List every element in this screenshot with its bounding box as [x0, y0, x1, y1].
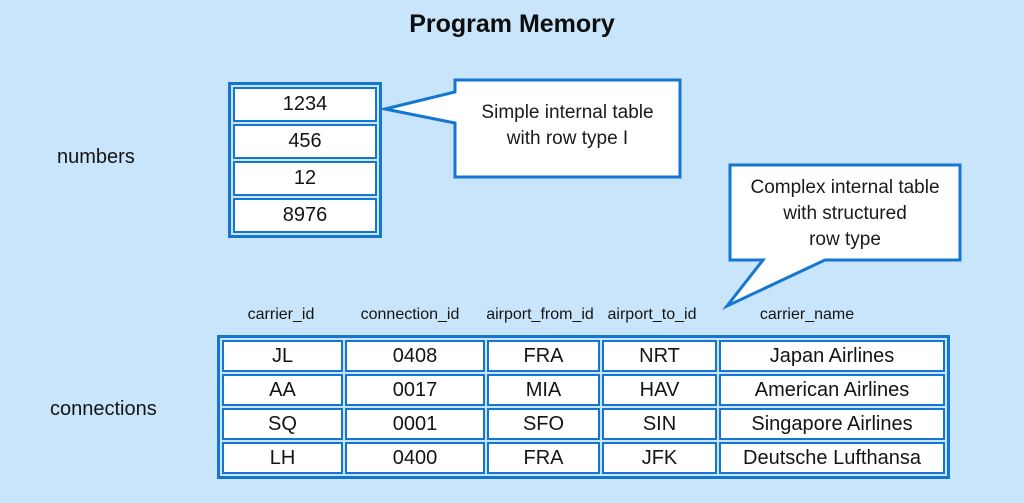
complex-callout-bubble — [721, 163, 962, 311]
table-row: LH 0400 FRA JFK Deutsche Lufthansa — [222, 442, 945, 474]
table-cell: Japan Airlines — [719, 340, 945, 372]
callout-line: with structured — [783, 203, 907, 224]
table-cell: 1234 — [233, 87, 377, 122]
table-cell: 0400 — [345, 442, 485, 474]
table-cell: FRA — [487, 340, 600, 372]
column-header-connection-id: connection_id — [360, 306, 460, 323]
table-row: AA 0017 MIA HAV American Airlines — [222, 374, 945, 406]
table-cell: Singapore Airlines — [719, 408, 945, 440]
table-row: 1234 — [233, 87, 377, 122]
connections-label: connections — [50, 398, 157, 420]
table-cell: MIA — [487, 374, 600, 406]
table-row: 12 — [233, 161, 377, 196]
callout-line: with row type I — [506, 128, 629, 149]
simple-callout-text: Simple internal table with row type I — [455, 100, 680, 152]
numbers-internal-table: 1234 456 12 8976 — [228, 82, 382, 238]
table-cell: 0001 — [345, 408, 485, 440]
table-cell: 456 — [233, 124, 377, 159]
numbers-label: numbers — [57, 146, 135, 168]
column-header-carrier-name: carrier_name — [759, 306, 855, 323]
table-row: SQ 0001 SFO SIN Singapore Airlines — [222, 408, 945, 440]
table-cell: 8976 — [233, 198, 377, 233]
table-cell: NRT — [602, 340, 717, 372]
table-cell: AA — [222, 374, 343, 406]
table-cell: 0017 — [345, 374, 485, 406]
table-cell: Deutsche Lufthansa — [719, 442, 945, 474]
table-cell: JFK — [602, 442, 717, 474]
table-row: 456 — [233, 124, 377, 159]
table-cell: SFO — [487, 408, 600, 440]
complex-callout-text: Complex internal table with structured r… — [730, 175, 960, 253]
table-cell: FRA — [487, 442, 600, 474]
connections-internal-table: JL 0408 FRA NRT Japan Airlines AA 0017 M… — [217, 335, 950, 479]
table-cell: SIN — [602, 408, 717, 440]
callout-line: row type — [809, 229, 881, 250]
table-cell: 12 — [233, 161, 377, 196]
table-cell: SQ — [222, 408, 343, 440]
column-header-airport-from-id: airport_from_id — [486, 306, 594, 323]
table-cell: 0408 — [345, 340, 485, 372]
callout-line: Simple internal table — [481, 102, 654, 123]
table-cell: HAV — [602, 374, 717, 406]
diagram-title: Program Memory — [409, 10, 615, 38]
table-row: 8976 — [233, 198, 377, 233]
table-cell: JL — [222, 340, 343, 372]
table-row: JL 0408 FRA NRT Japan Airlines — [222, 340, 945, 372]
simple-callout-bubble — [378, 78, 682, 179]
table-cell: American Airlines — [719, 374, 945, 406]
column-header-airport-to-id: airport_to_id — [607, 306, 697, 323]
callout-line: Complex internal table — [750, 177, 940, 198]
column-header-carrier-id: carrier_id — [247, 306, 315, 323]
table-cell: LH — [222, 442, 343, 474]
